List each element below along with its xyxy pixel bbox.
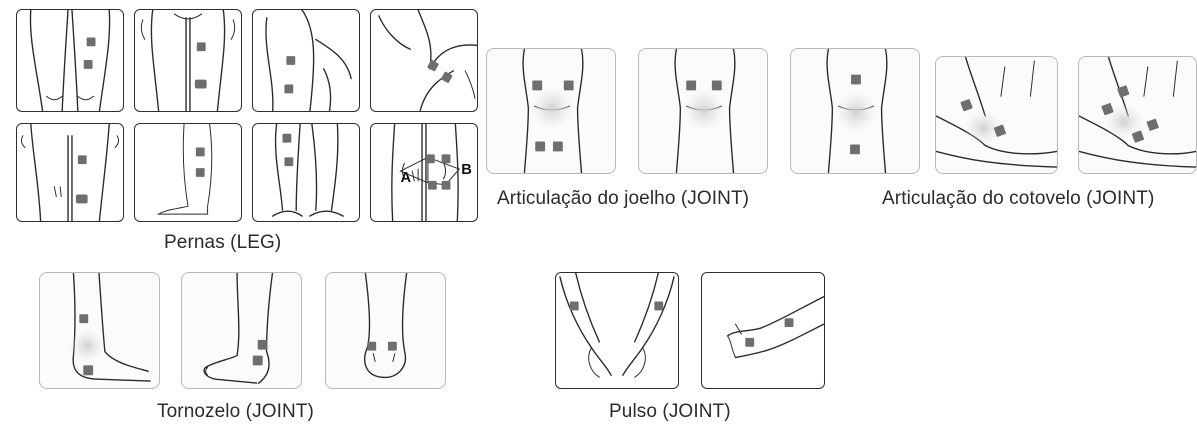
- elbow-diagram-1: [935, 56, 1058, 174]
- point-a-label: A: [400, 170, 411, 186]
- wrist-caption: Pulso (JOINT): [609, 401, 731, 423]
- knee-diagram-2: [638, 48, 768, 174]
- wrist-diagram-2: [701, 272, 825, 389]
- elbow-diagram-2: [1078, 56, 1197, 174]
- elbow-caption: Articulação do cotovelo (JOINT): [882, 188, 1154, 210]
- legs-diagram-5: [16, 123, 124, 222]
- legs-diagram-4: [370, 9, 478, 112]
- ankle-diagram-3: [325, 272, 446, 389]
- point-b-label: B: [461, 162, 472, 178]
- legs-diagram-6: [134, 123, 242, 222]
- legs-diagram-3: [252, 9, 360, 112]
- ankle-caption: Tornozelo (JOINT): [157, 401, 314, 423]
- legs-diagram-2: [134, 9, 242, 112]
- legs-diagram-7: [252, 123, 360, 222]
- ankle-diagram-2: [181, 272, 302, 389]
- legs-diagram-8: A B: [370, 123, 478, 222]
- knee-diagram-1: [486, 48, 616, 174]
- legs-diagram-1: [16, 9, 124, 112]
- knee-diagram-3: [790, 48, 920, 174]
- wrist-diagram-1: [555, 272, 679, 389]
- legs-caption: Pernas (LEG): [164, 232, 281, 254]
- knee-caption: Articulação do joelho (JOINT): [497, 188, 749, 210]
- ankle-diagram-1: [39, 272, 160, 389]
